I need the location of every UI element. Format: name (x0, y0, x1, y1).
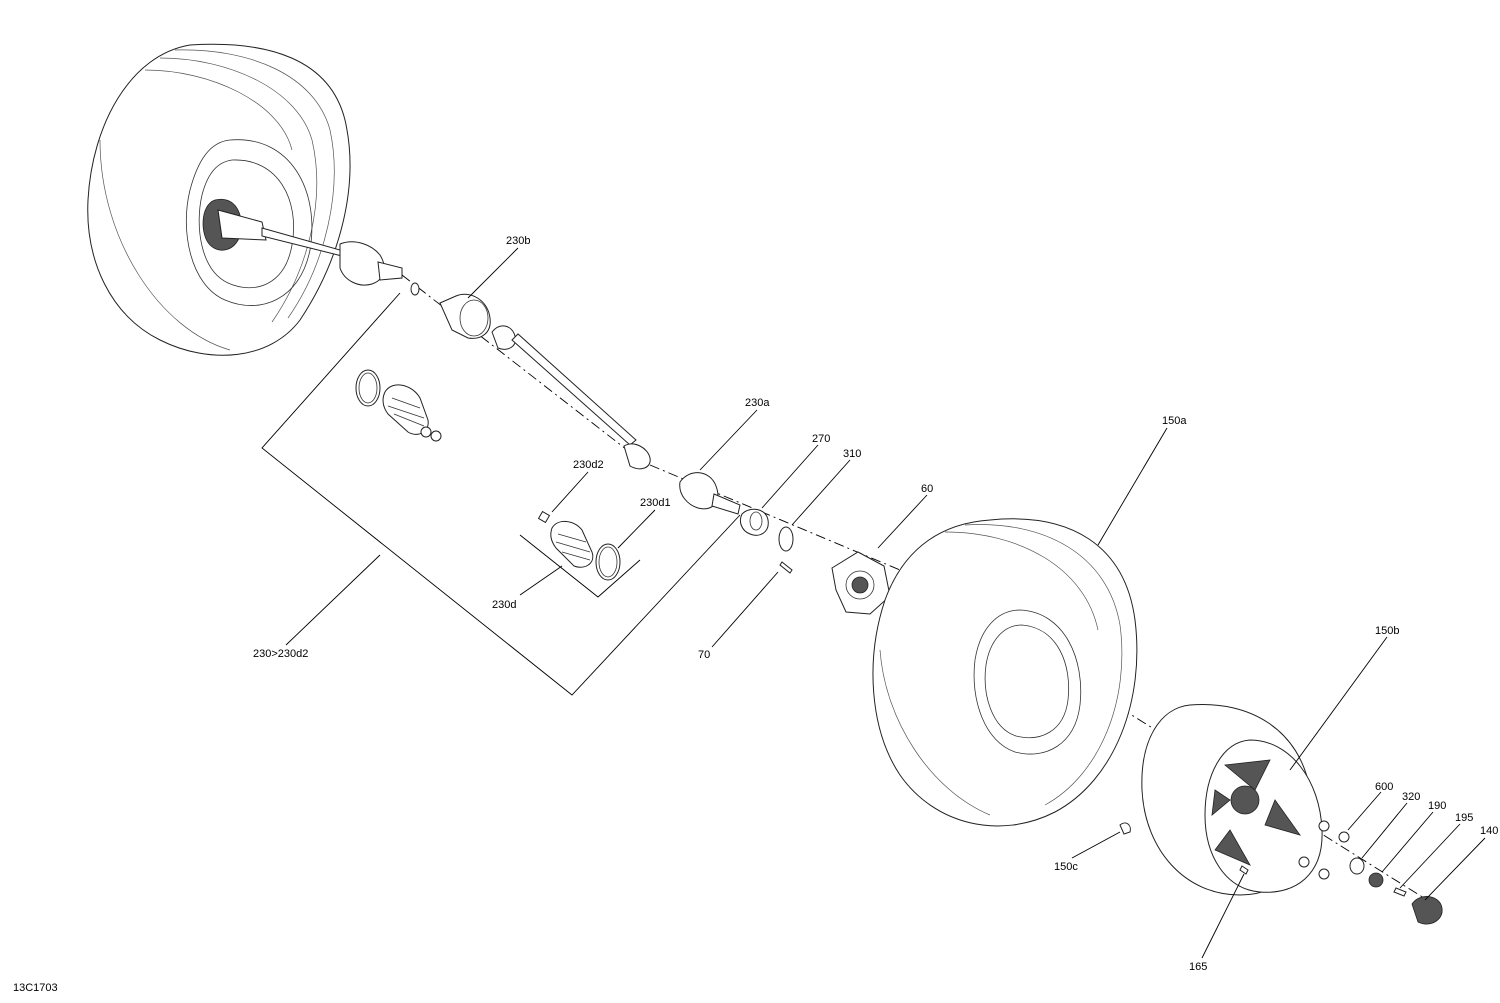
callout-310: 310 (843, 448, 861, 460)
callout-230d: 230d (492, 599, 516, 611)
callout-320: 320 (1402, 791, 1420, 803)
valve-165 (1239, 865, 1249, 875)
group-bracket-230 (261, 292, 741, 696)
rim-150b (1141, 703, 1323, 896)
lug-nut (1298, 856, 1310, 868)
tire-150a (872, 518, 1138, 827)
circlip-310 (778, 526, 794, 552)
nut-190 (1368, 872, 1384, 888)
washer-320 (1349, 857, 1365, 875)
pin-70 (779, 561, 793, 574)
callout-150b: 150b (1375, 625, 1399, 637)
wheel-hub-60 (831, 551, 891, 615)
boot-kit-middle (537, 510, 621, 581)
lug-nut (1318, 868, 1330, 880)
callout-190: 190 (1428, 800, 1446, 812)
circlip-small (410, 282, 420, 296)
callout-230-230d2: 230>230d2 (253, 648, 308, 660)
callout-150c: 150c (1054, 861, 1078, 873)
callout-230b: 230b (506, 235, 530, 247)
cap-140 (1411, 896, 1443, 925)
drive-shaft-parts (439, 293, 741, 515)
callout-195: 195 (1455, 812, 1473, 824)
callout-270: 270 (812, 433, 830, 445)
callout-60: 60 (921, 483, 933, 495)
callout-600: 600 (1375, 781, 1393, 793)
rear-wheel-assembly (87, 43, 403, 356)
callout-230a: 230a (745, 397, 770, 409)
valve-stem-150c (1119, 822, 1131, 835)
callout-150a: 150a (1162, 415, 1187, 427)
bearing-270 (739, 508, 769, 536)
callout-165: 165 (1189, 961, 1207, 973)
callout-70: 70 (698, 649, 710, 661)
callout-230d1: 230d1 (640, 497, 671, 509)
lug-nut-600 (1338, 831, 1350, 843)
callout-140: 140 (1480, 825, 1498, 837)
lug-nut (1318, 820, 1330, 832)
leader-lines (285, 247, 1486, 959)
group-bracket-230d (519, 534, 641, 598)
drawing-code: 13C1703 (13, 982, 58, 994)
cotter-pin-195 (1393, 887, 1407, 897)
boot-kit-left (355, 369, 442, 442)
callout-230d2: 230d2 (573, 459, 604, 471)
